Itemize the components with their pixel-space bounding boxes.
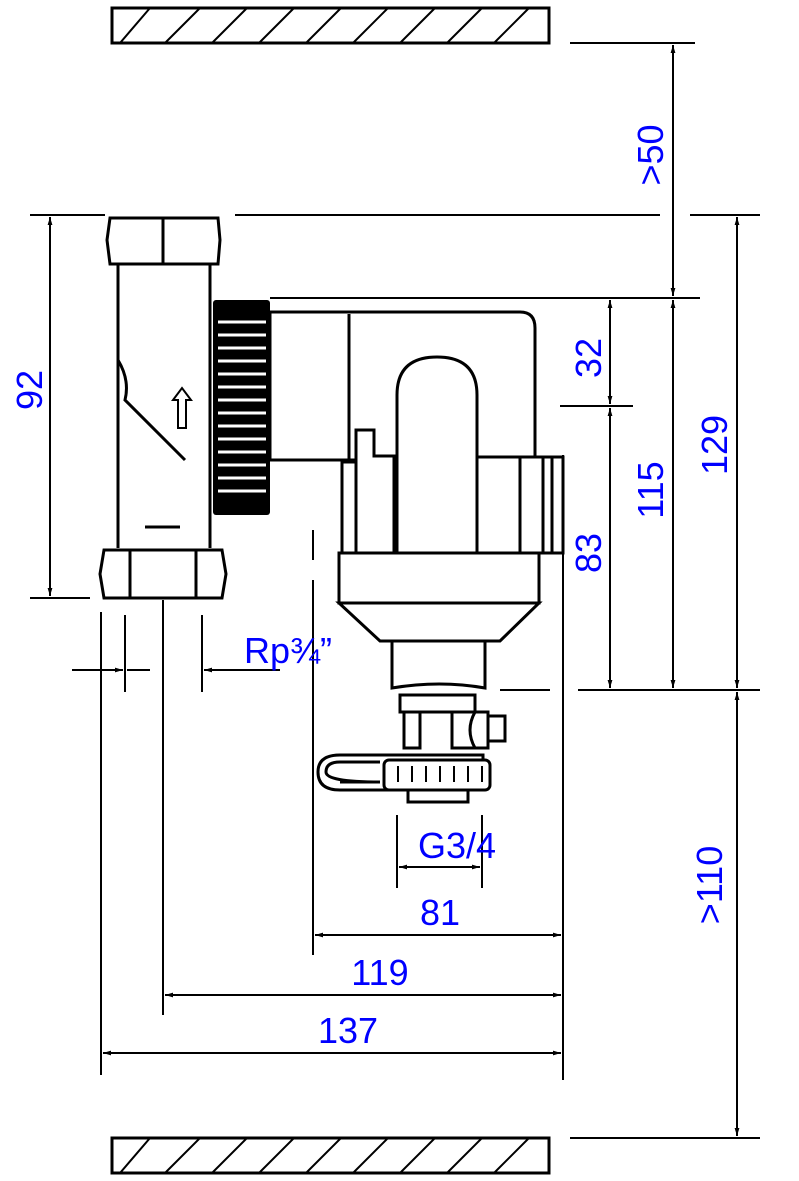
- flow-arrow-icon: [171, 386, 193, 429]
- label-clearance-bottom: >110: [689, 846, 730, 924]
- bottom-wall: [110, 1136, 551, 1175]
- label-height-total: 129: [694, 415, 735, 475]
- label-height-body: 115: [630, 461, 671, 518]
- extension-lines: [30, 42, 760, 1139]
- label-drain-thread: G3/4: [418, 825, 496, 866]
- dimension-lines: [47, 45, 740, 1136]
- label-pipe-thread: Rp¾”: [244, 630, 332, 671]
- label-width-81: 81: [420, 892, 460, 933]
- label-height-bottom: 83: [568, 533, 609, 573]
- top-wall: [110, 6, 551, 45]
- label-width-137: 137: [318, 1010, 378, 1051]
- label-height-top: 32: [568, 338, 609, 378]
- label-clearance-top: >50: [630, 124, 671, 185]
- label-width-119: 119: [351, 952, 408, 993]
- filter-body: [268, 310, 565, 804]
- label-pipe-height: 92: [9, 370, 50, 410]
- pipe-fitting: [98, 216, 228, 600]
- knurled-nut: [213, 300, 270, 515]
